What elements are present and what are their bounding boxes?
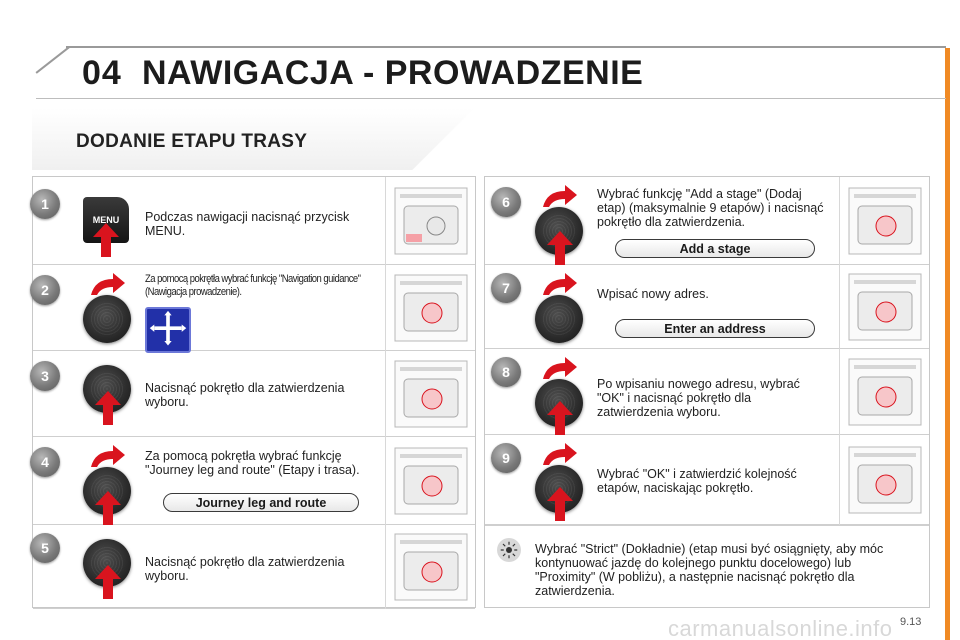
step-7-text: Wpisać nowy adres. xyxy=(597,287,709,301)
rotate-arrow-icon xyxy=(543,443,577,465)
radio-thumbnail xyxy=(385,437,475,525)
step-badge-5: 5 xyxy=(30,533,60,563)
step-6: Wybrać funkcję "Add a stage" (Dodaj etap… xyxy=(485,177,929,265)
step-3: Nacisnąć pokrętło dla zatwierdzenia wybo… xyxy=(33,351,475,437)
step-badge-3: 3 xyxy=(30,361,60,391)
radio-thumbnail xyxy=(385,265,475,351)
radio-thumbnail xyxy=(839,265,929,349)
step-9: Wybrać "OK" i zatwierdzić kolejność etap… xyxy=(485,435,929,525)
step-9-text: Wybrać "OK" i zatwierdzić kolejność etap… xyxy=(597,467,797,495)
menu-button-label: MENU xyxy=(92,215,120,225)
navigation-pad-icon xyxy=(145,307,191,353)
step-badge-2: 2 xyxy=(30,275,60,305)
right-steps-panel: Wybrać funkcję "Add a stage" (Dodaj etap… xyxy=(484,176,930,608)
rotary-knob xyxy=(83,295,131,343)
tip-text: Wybrać "Strict" (Dokładnie) (etap musi b… xyxy=(535,542,884,598)
section-title: DODANIE ETAPU TRASY xyxy=(76,131,308,152)
step-badge-6: 6 xyxy=(491,187,521,217)
step-badge-1: 1 xyxy=(30,189,60,219)
option-add-a-stage: Add a stage xyxy=(615,239,815,258)
step-4: Za pomocą pokrętła wybrać funkcję "Journ… xyxy=(33,437,475,525)
rotate-arrow-icon xyxy=(91,445,125,467)
option-enter-an-address: Enter an address xyxy=(615,319,815,338)
header-rule xyxy=(66,46,946,48)
step-badge-7: 7 xyxy=(491,273,521,303)
header-bottom-rule xyxy=(36,98,946,99)
press-arrow-icon xyxy=(547,487,573,521)
step-8: Po wpisaniu nowego adresu, wybrać "OK" i… xyxy=(485,349,929,435)
step-7: Wpisać nowy adres. Enter an address xyxy=(485,265,929,349)
radio-thumbnail xyxy=(839,177,929,265)
accent-edge-rule xyxy=(945,48,950,640)
radio-thumbnail xyxy=(839,435,929,525)
radio-thumbnail xyxy=(385,351,475,437)
step-1-text: Podczas nawigacji nacisnąć przycisk MENU… xyxy=(145,210,350,238)
light-bulb-icon xyxy=(497,538,521,562)
press-arrow-icon xyxy=(95,491,121,525)
press-arrow-icon xyxy=(547,231,573,265)
rotate-arrow-icon xyxy=(543,273,577,295)
step-3-text: Nacisnąć pokrętło dla zatwierdzenia wybo… xyxy=(145,381,345,409)
radio-thumbnail xyxy=(385,525,475,609)
rotate-arrow-icon xyxy=(543,185,577,207)
page-number: 9.13 xyxy=(900,616,922,628)
step-badge-4: 4 xyxy=(30,447,60,477)
chapter-title: NAWIGACJA - PROWADZENIE xyxy=(142,54,644,92)
option-journey-leg-and-route: Journey leg and route xyxy=(163,493,359,512)
left-steps-panel: MENU Podczas nawigacji nacisnąć przycisk… xyxy=(30,176,476,609)
step-2-text: Za pomocą pokrętła wybrać funkcję "Navig… xyxy=(145,273,361,298)
press-arrow-icon xyxy=(547,401,573,435)
press-arrow-icon xyxy=(95,391,121,425)
step-5: Nacisnąć pokrętło dla zatwierdzenia wybo… xyxy=(33,525,475,609)
section-title-block xyxy=(32,108,476,170)
press-arrow-icon xyxy=(95,565,121,599)
step-badge-9: 9 xyxy=(491,443,521,473)
rotary-knob xyxy=(535,295,583,343)
step-1: MENU Podczas nawigacji nacisnąć przycisk… xyxy=(33,177,475,265)
rotary-knob xyxy=(83,539,131,587)
step-5-text: Nacisnąć pokrętło dla zatwierdzenia wybo… xyxy=(145,555,345,583)
step-2: Za pomocą pokrętła wybrać funkcję "Navig… xyxy=(33,265,475,353)
chapter-number: 04 xyxy=(82,54,122,92)
press-arrow-icon xyxy=(93,223,119,257)
step-badge-8: 8 xyxy=(491,357,521,387)
step-4-text: Za pomocą pokrętła wybrać funkcję "Journ… xyxy=(145,449,360,477)
header-rule-diagonal xyxy=(35,46,70,74)
step-6-text: Wybrać funkcję "Add a stage" (Dodaj etap… xyxy=(597,187,824,229)
radio-thumbnail xyxy=(839,349,929,435)
watermark: carmanualsonline.info xyxy=(668,616,893,640)
tip-box: Wybrać "Strict" (Dokładnie) (etap musi b… xyxy=(485,525,929,609)
rotate-arrow-icon xyxy=(543,357,577,379)
step-8-text: Po wpisaniu nowego adresu, wybrać "OK" i… xyxy=(597,377,800,419)
radio-thumbnail xyxy=(385,177,475,265)
rotate-arrow-icon xyxy=(91,273,125,295)
